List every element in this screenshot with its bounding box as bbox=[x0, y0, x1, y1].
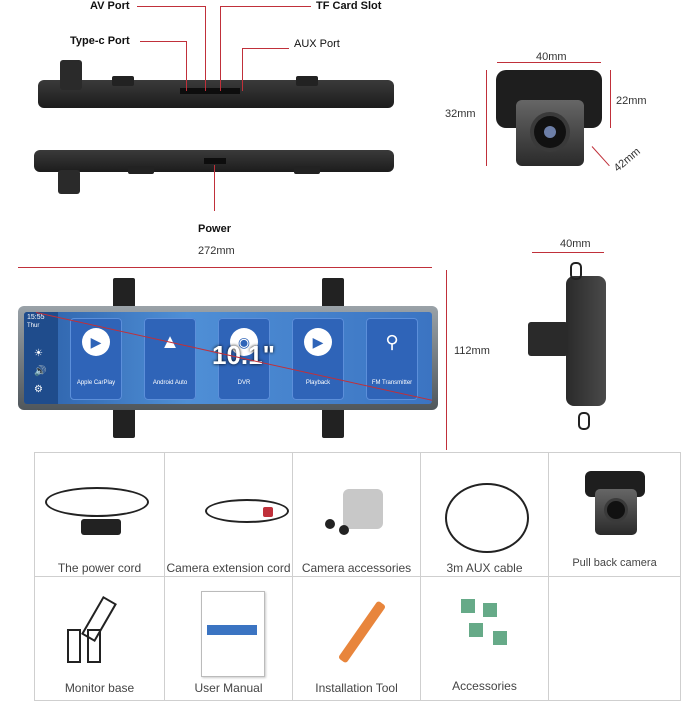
settings-gear-icon[interactable]: ⚙ bbox=[34, 384, 43, 395]
accessory-cell-power-cord: The power cord bbox=[35, 453, 165, 577]
camera-side-width-label: 40mm bbox=[560, 238, 591, 250]
camera-shutter-icon: ◉ bbox=[230, 328, 258, 356]
app-tile-playback[interactable]: ▶ Playback bbox=[292, 318, 344, 400]
power-label: Power bbox=[198, 223, 232, 235]
aux-cable-icon bbox=[445, 483, 529, 553]
accessory-cell-camera-extension-cord: Camera extension cord bbox=[165, 453, 293, 577]
app-tile-apple-carplay[interactable]: ▶ Apple CarPlay bbox=[70, 318, 122, 400]
top-knob bbox=[60, 60, 82, 90]
av-port-label: AV Port bbox=[90, 0, 130, 12]
size-badge: 10.1" bbox=[212, 340, 275, 370]
adhesive-pads-icon bbox=[461, 599, 475, 613]
accessory-cell-user-manual: User Manual bbox=[165, 577, 293, 701]
brightness-icon[interactable]: ☀ bbox=[34, 348, 43, 359]
screen-time: 15:55 bbox=[27, 314, 45, 321]
mirror-width-label: 272mm bbox=[198, 245, 235, 257]
power-button bbox=[204, 158, 226, 164]
accessory-cell-monitor-base: Monitor base bbox=[35, 577, 165, 701]
pry-tool-icon bbox=[337, 600, 387, 664]
camera-height-label: 32mm bbox=[445, 108, 476, 120]
accessory-cell-aux-cable: 3m AUX cable bbox=[421, 453, 549, 577]
accessory-cell-installation-tool: Installation Tool bbox=[293, 577, 421, 701]
app-tile-android-auto[interactable]: ▲ Android Auto bbox=[144, 318, 196, 400]
mirror-height-label: 112mm bbox=[454, 345, 490, 357]
aux-port-label: AUX Port bbox=[294, 38, 340, 50]
accessory-cell-pull-back-camera: Pull back camera bbox=[549, 453, 681, 577]
mirror-screen: 15:55 Thur ☀ 🔊 ⚙ ▶ Apple CarPlay ▲ Andro… bbox=[24, 312, 432, 404]
extension-cord-icon bbox=[205, 499, 289, 523]
camera-bracket-label: 22mm bbox=[616, 95, 647, 107]
antenna-icon: ⚲ bbox=[385, 332, 399, 352]
carplay-icon: ▶ bbox=[82, 328, 110, 356]
accessories-grid: The power cord Camera extension cord Cam… bbox=[34, 452, 681, 701]
accessory-cell-accessories: Accessories bbox=[421, 577, 549, 701]
volume-icon[interactable]: 🔊 bbox=[34, 366, 47, 377]
accessory-cell-camera-accessories: Camera accessories bbox=[293, 453, 421, 577]
screen-day: Thur bbox=[27, 323, 40, 329]
mounting-pad-icon bbox=[343, 489, 383, 529]
screen-sidebar: 15:55 Thur ☀ 🔊 ⚙ bbox=[24, 312, 58, 404]
camera-width-label: 40mm bbox=[536, 51, 567, 63]
accessory-cell-empty bbox=[549, 577, 681, 701]
bottom-knob bbox=[58, 170, 80, 194]
type-c-port-label: Type-c Port bbox=[70, 35, 130, 47]
power-cord-icon bbox=[45, 487, 149, 517]
camera-depth-label: 42mm bbox=[611, 145, 643, 175]
tf-card-slot-label: TF Card Slot bbox=[316, 0, 382, 12]
play-icon: ▶ bbox=[304, 328, 332, 356]
